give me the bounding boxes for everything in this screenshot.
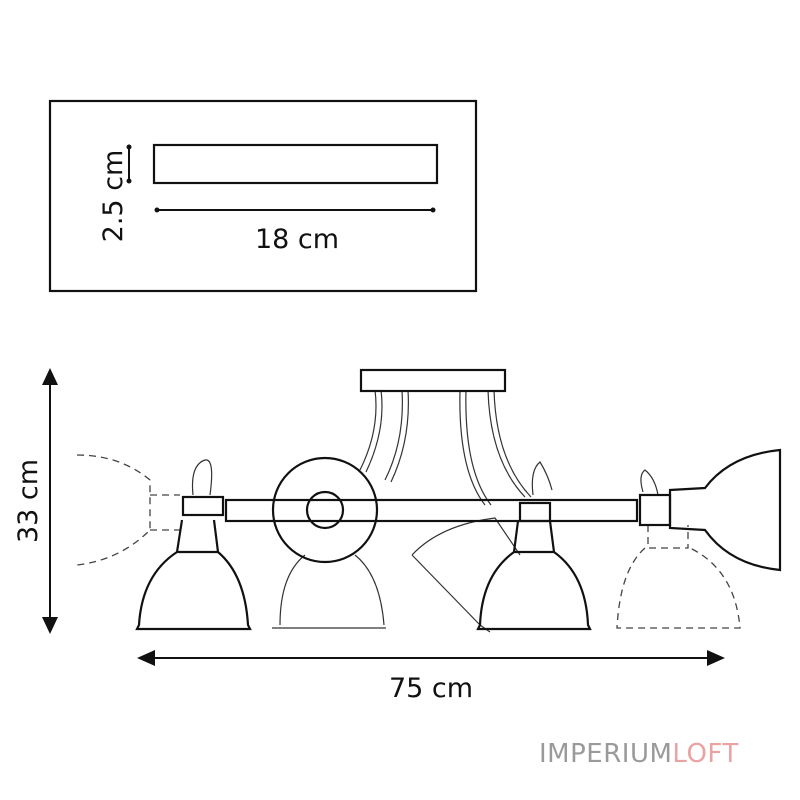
base-width-dimension xyxy=(154,207,436,213)
wire-loop xyxy=(531,461,553,496)
right-stems xyxy=(459,389,532,506)
far-right-lamp xyxy=(638,448,782,572)
base-height-dimension xyxy=(126,144,132,184)
lamp-neck xyxy=(175,519,220,553)
left-lamp xyxy=(135,459,252,631)
logo-part2: LOFT xyxy=(672,739,738,769)
brand-logo: IMPERIUMLOFT xyxy=(539,739,739,769)
dashed-left-neck xyxy=(150,494,180,531)
left-stems xyxy=(359,389,409,483)
center-hole xyxy=(305,490,345,530)
lamp-shade xyxy=(668,448,782,572)
base-plate-detail: 18 cm 2.5 cm xyxy=(48,99,478,293)
height-label: 33 cm xyxy=(13,459,44,543)
tilted-shade xyxy=(411,517,521,633)
fixture-drawing xyxy=(76,368,782,633)
dashed-right-shade xyxy=(616,525,741,629)
center-disc xyxy=(271,456,379,564)
wire-loop xyxy=(640,469,659,496)
base-plate-outline xyxy=(152,143,439,185)
lamp-shade xyxy=(135,550,252,631)
width-label: 75 cm xyxy=(389,673,473,704)
faded-middle-shade xyxy=(272,554,386,629)
width-dimension xyxy=(137,650,725,666)
mounting-bar xyxy=(224,498,639,523)
detail-frame xyxy=(48,99,478,293)
right-lamp xyxy=(476,461,592,631)
lamp-clamp xyxy=(518,501,552,523)
wire-loop xyxy=(191,459,213,496)
ceiling-plate xyxy=(359,368,507,393)
lamp-clamp xyxy=(638,493,672,527)
dashed-left-shade xyxy=(76,454,151,566)
lamp-neck xyxy=(512,520,556,553)
height-dimension xyxy=(42,368,58,634)
base-height-label: 2.5 cm xyxy=(98,150,129,243)
lamp-clamp xyxy=(181,495,225,517)
logo-part1: IMPERIUM xyxy=(539,739,672,769)
lamp-shade xyxy=(476,550,592,631)
base-width-label: 18 cm xyxy=(255,224,339,255)
